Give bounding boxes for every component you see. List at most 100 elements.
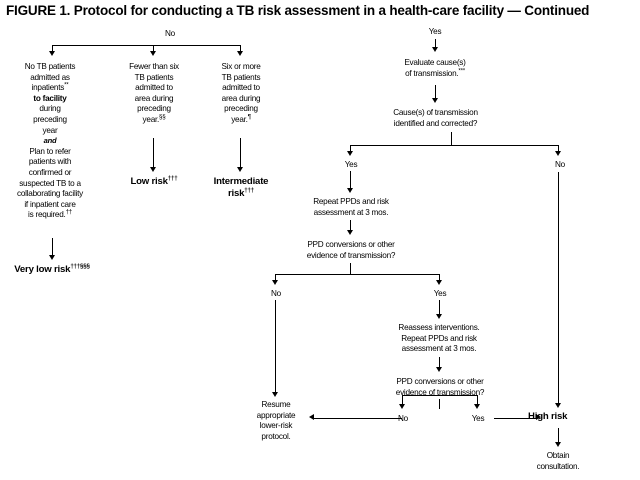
connector-causes-split-stem [451,132,452,145]
node-intermediate-sup: ††† [244,186,254,194]
node-fewer-line2: TB patients [134,72,174,82]
arrowhead-low-risk [150,167,156,172]
node-resume-line2: appropriate [256,410,296,420]
node-six-sup: ¶ [247,113,251,121]
node-low-risk-sup: ††† [167,174,178,182]
connector-low-risk [153,138,154,168]
node-no-tb-line2: admitted as [30,72,70,82]
node-no-tb-line15-sup: †† [65,208,73,216]
node-intermediate-line1: Intermediate [213,176,269,187]
connector-ppd2-split-bar [402,395,477,396]
node-intermediate-line2: risk [227,188,245,199]
connector-evaluate-to-causes [435,85,436,99]
connector-ppd2-split-right [477,395,478,405]
node-six-line1: Six or more [221,62,261,71]
bracket-no-stem-mid [153,45,154,52]
node-no-tb-line3-sup: ** [64,81,69,89]
node-reassess-line2: Repeat PPDs and risk [401,333,477,343]
bracket-no-stem-left [52,45,53,52]
connector-ppd1-split-left [275,274,276,281]
node-evaluate-causes: Evaluate cause(s)of transmission.*** [380,58,490,79]
connector-ppd2-split-stem [439,399,440,409]
arrowhead-reassess [436,314,442,319]
node-high-risk-label: High risk [528,411,568,422]
branch-label-yes-causes: Yes [344,160,358,169]
connector-reassess-to-ppdconv2 [439,357,440,368]
branch-label-yes-ppd2: Yes [471,414,485,423]
connector-causes-split-bar [350,145,559,146]
node-no-tb-line5: during [39,104,61,114]
connector-causes-split-right [558,145,559,152]
node-fewer-line5: preceding [137,104,171,114]
connector-causesno-long [558,172,559,404]
arrowhead-ppd1-no [272,280,278,285]
node-reassess-line3: assessment at 3 mos. [401,344,477,354]
branch-label-no-ppd1: No [271,289,281,298]
node-evaluate-line2: of transmission. [405,68,459,78]
node-ppdconv1-line2: evidence of transmission? [306,250,396,260]
branch-label-no-causes: No [555,160,565,169]
node-no-tb-line6: preceding [33,114,67,124]
node-six-line6: year. [231,114,248,124]
node-evaluate-sup: *** [458,66,465,74]
node-resume-line4: protocol. [261,431,291,441]
connector-ppd2-split-left [402,395,403,405]
node-fewer-line1: Fewer than six [129,62,179,71]
branch-label-no-top: No [165,29,175,38]
arrowhead-highrisk-from-ppd2yes [536,414,541,420]
connector-ppd1no-long [275,300,276,393]
node-consult-line1: Obtain [546,451,570,460]
arrowhead-repeat-ppds [347,188,353,193]
arrowhead-ppd2-yes [474,404,480,409]
bracket-no-stem-right [240,45,241,52]
arrowhead-no-left [49,51,55,56]
node-fewer-line6: year. [142,114,160,124]
node-fewer-line4: area during [134,93,174,103]
node-resume-line1: Resume [261,400,291,409]
arrowhead-causes-no [555,151,561,156]
node-causes-line2: identified and corrected? [393,118,478,128]
node-no-tb-line12: suspected TB to a [19,178,81,188]
connector-yes-to-repeat [350,171,351,189]
node-six-line3: admitted to [222,83,260,93]
node-no-tb-line9: Plan to refer [29,146,71,156]
node-no-tb-line8: and [43,136,57,146]
connector-ppd1yes-to-reassess [439,300,440,315]
arrowhead-no-mid [150,51,156,56]
branch-label-no-ppd2: No [398,414,408,423]
node-very-low-risk-sup: †††§§§ [70,262,90,270]
node-very-low-risk-label: Very low risk [14,264,71,275]
arrowhead-ppd-conversions-2 [436,367,442,372]
connector-ppd1-split-bar [275,274,440,275]
node-six-line4: area during [221,93,261,103]
node-repeat-line2: assessment at 3 mos. [313,207,389,217]
node-no-tb-line7: year [42,125,58,135]
node-ppdconv1-line1: PPD conversions or other [307,240,395,249]
arrowhead-ppd1no-down [272,392,278,397]
node-low-risk-label: Low risk [130,176,168,187]
node-no-tb-line11: confirmed or [28,167,72,177]
arrowhead-yes-top [432,47,438,52]
node-fewer-line3: admitted to [135,83,173,93]
branch-label-yes-top: Yes [428,27,442,36]
node-no-tb-line10: patients with [28,157,72,167]
arrowhead-ppd2-no [399,404,405,409]
arrowhead-obtain-consultation [555,442,561,447]
node-evaluate-line1: Evaluate cause(s) [404,58,466,67]
connector-yes-top [435,39,436,48]
arrowhead-very-low-risk [49,255,55,260]
arrowhead-intermediate-risk [237,167,243,172]
connector-ppd2yes-to-highrisk [494,418,537,419]
connector-ppd1-split-stem [350,263,351,274]
bracket-no-horizontal [52,45,241,46]
arrowhead-resume-from-ppd2no [309,414,314,420]
connector-causes-split-left [350,145,351,152]
